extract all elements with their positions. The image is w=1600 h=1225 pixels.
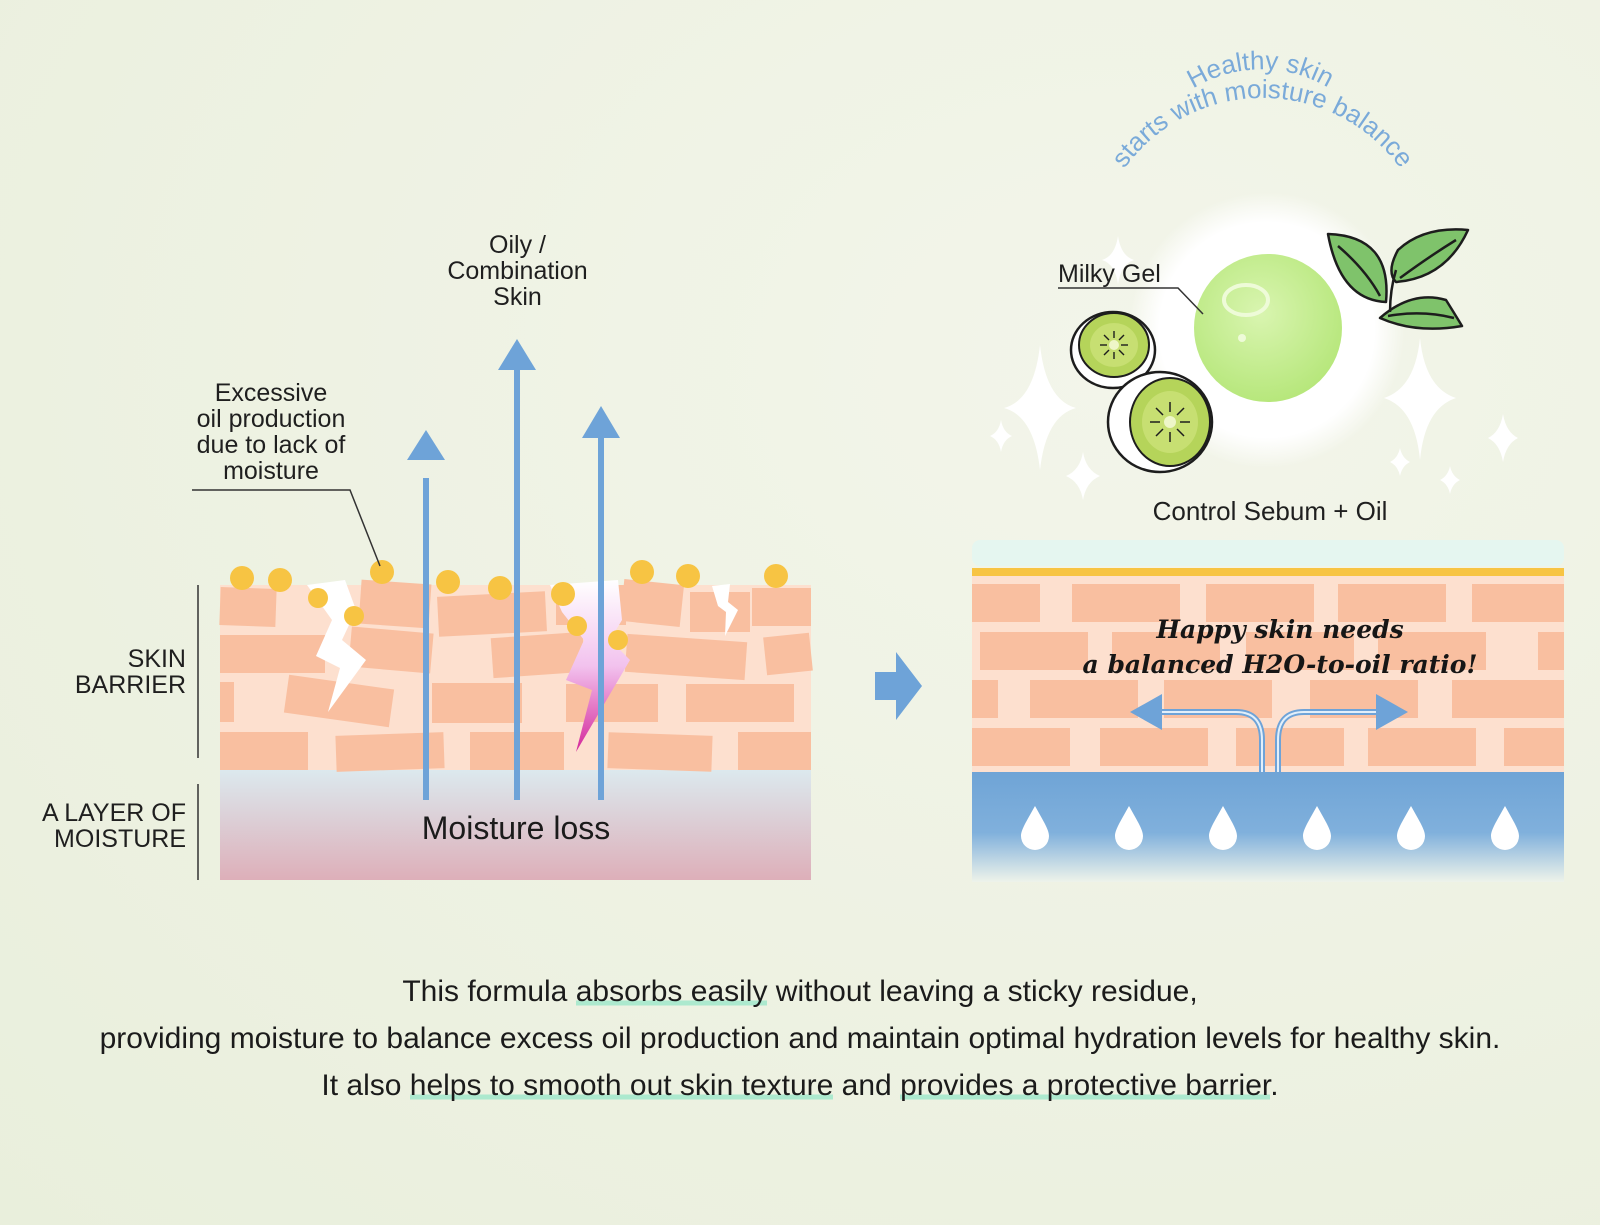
sparkle-icon <box>1004 345 1076 470</box>
arrow-right-icon <box>1376 694 1408 730</box>
sparkle-icon <box>1384 338 1456 460</box>
description-line-2: providing moisture to balance excess oil… <box>99 1022 1501 1055</box>
excessive-oil-label: Excessive oil production due to lack of … <box>196 379 346 485</box>
arc-text-balance: starts with moisture balance <box>1105 74 1420 173</box>
skin-barrier-label: SKIN BARRIER <box>74 645 186 699</box>
highlight-barrier: provides a protective barrier <box>900 1069 1271 1102</box>
water-drop-icon <box>1491 806 1519 850</box>
gel-sparkle <box>1238 334 1246 342</box>
arrow-up-icon <box>407 430 445 800</box>
description-line-3: It also helps to smooth out skin texture… <box>321 1069 1279 1102</box>
happy-skin-caption: Happy skin needs a balanced H2O-to-oil r… <box>1082 615 1478 679</box>
sparkle-icon <box>1440 466 1460 494</box>
leader-line <box>1058 287 1204 315</box>
sparkle-icon <box>1066 452 1100 500</box>
kiwi-icon <box>1106 370 1214 474</box>
sparkle-icon <box>990 420 1012 452</box>
healthy-top-glow <box>972 540 1564 566</box>
balance-arrows-inner <box>1156 711 1384 772</box>
sparkle-icon <box>1488 414 1518 462</box>
control-sebum-label: Control Sebum + Oil <box>1152 496 1388 526</box>
bricks-right <box>972 584 1564 766</box>
oil-dots <box>230 560 788 650</box>
highlight-absorbs: absorbs easily <box>575 975 768 1008</box>
sparkles <box>990 236 1518 500</box>
crack-icon <box>550 580 630 752</box>
healthy-oil-line <box>972 568 1564 576</box>
milky-gel-ball <box>1194 254 1342 402</box>
sparkle-icon <box>1390 448 1410 476</box>
milky-gel-label: Milky Gel <box>1058 260 1161 288</box>
arrow-up-icon <box>582 406 620 800</box>
moisture-loss-label: Moisture loss <box>421 810 611 846</box>
highlight-smooth: helps to smooth out skin texture <box>409 1069 834 1102</box>
moisture-layer-label: A LAYER OF MOISTURE <box>41 799 186 853</box>
water-drop-icon <box>1397 806 1425 850</box>
oily-skin-label: Oily / Combination Skin <box>447 231 588 311</box>
leaf-icon <box>1326 228 1470 330</box>
water-drops <box>1021 806 1519 850</box>
gel-highlight <box>1222 283 1270 317</box>
arrow-left-icon <box>1130 694 1162 730</box>
description-line-1: This formula absorbs easily without leav… <box>402 975 1198 1008</box>
kiwi-icon <box>1069 310 1157 390</box>
arrow-right-icon <box>875 652 922 720</box>
water-drop-icon <box>1115 806 1143 850</box>
arrow-up-icon <box>498 339 536 800</box>
sparkle-icon <box>1102 236 1134 284</box>
water-drop-icon <box>1209 806 1237 850</box>
leader-line <box>192 489 381 567</box>
water-drop-icon <box>1021 806 1049 850</box>
water-drop-icon <box>1303 806 1331 850</box>
crack-icon <box>712 584 738 636</box>
water-layer <box>972 772 1564 882</box>
